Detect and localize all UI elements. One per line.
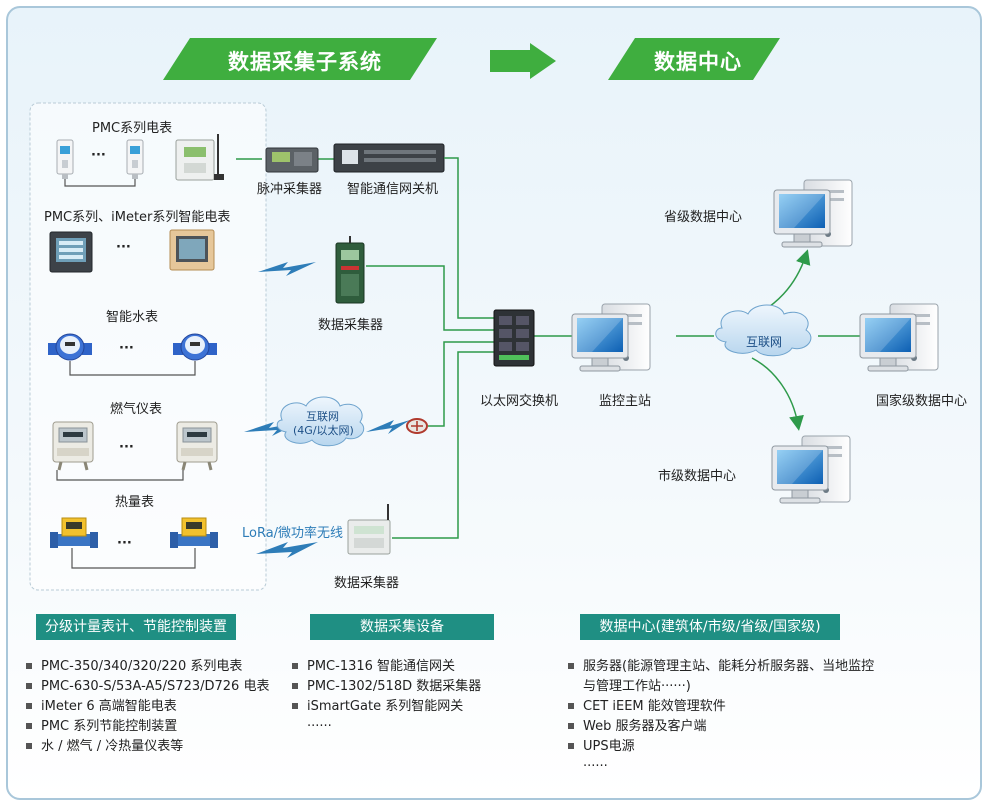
list-item: iMeter 6 高端智能电表 [26,697,269,717]
collection-list: PMC-1316 智能通信网关 PMC-1302/518D 数据采集器 iSma… [292,657,481,737]
wireless-signal-icon [256,542,318,558]
banner-left-title: 数据采集子系统 [228,50,382,74]
pmc-meter-label: PMC系列电表 [92,121,173,136]
collector1-label: 数据采集器 [318,318,384,333]
list-item: UPS电源 [568,737,874,757]
collection-section-title: 数据采集设备 [310,614,494,640]
wireless-signal-icon [366,420,410,434]
pmc-imeter-label: PMC系列、iMeter系列智能电表 [44,210,231,225]
list-item: PMC-1302/518D 数据采集器 [292,677,481,697]
banner-right-shape [608,38,780,80]
lora-label: LoRa/微功率无线 [242,526,344,541]
ethernet-switch-icon [493,309,535,367]
datacenter-section-title: 数据中心(建筑体/市级/省级/国家级) [580,614,840,640]
provincial-center-computer-icon [773,179,853,248]
list-item: PMC 系列节能控制装置 [26,717,269,737]
list-item: Web 服务器及客户端 [568,717,874,737]
list-more: ······ [307,719,332,734]
list-item-continuation: 与管理工作站······) [583,679,691,694]
heat-meter-label: 热量表 [115,495,155,510]
monitor-station-computer-icon [571,303,651,372]
list-item: CET iEEM 能效管理软件 [568,697,874,717]
panel-meter-icon [49,231,93,273]
gas-meter-label: 燃气仪表 [110,402,163,417]
wireless-meter-icon [175,134,224,181]
national-center-computer-icon [859,303,939,372]
list-item: 服务器(能源管理主站、能耗分析服务器、当地监控 [568,657,874,677]
internet-cloud-icon [715,304,812,357]
network-lines [366,157,860,539]
ellipsis: ··· [119,341,134,356]
monitor-station-label: 监控主站 [599,394,652,409]
city-center-label: 市级数据中心 [658,469,737,484]
ellipsis: ··· [116,240,131,255]
wireless-signal-icon [258,262,316,276]
banner-right-title: 数据中心 [654,50,742,74]
switch-label: 以太网交换机 [480,394,559,409]
ellipsis: ··· [91,148,106,163]
gateway-label: 智能通信网关机 [347,182,439,197]
rail-meter-icon [126,139,144,180]
list-item: 水 / 燃气 / 冷热量仪表等 [26,737,269,757]
internet-label: 互联网 [746,335,783,349]
water-meter-label: 智能水表 [106,310,159,325]
list-item: iSmartGate 系列智能网关 [292,697,481,717]
city-center-computer-icon [771,435,851,504]
datacenter-list: 服务器(能源管理主站、能耗分析服务器、当地监控 与管理工作站······) CE… [568,657,874,777]
list-item: PMC-350/340/320/220 系列电表 [26,657,269,677]
list-item: PMC-630-S/53A-A5/S723/D726 电表 [26,677,269,697]
metering-section-title: 分级计量表计、节能控制装置 [36,614,236,640]
cloud-label-line1: 互联网 [306,410,339,423]
ellipsis: ··· [119,440,134,455]
national-center-label: 国家级数据中心 [876,394,968,409]
data-collector-icon [347,504,391,555]
provincial-center-label: 省级数据中心 [664,210,743,225]
flow-arrow-icon [490,43,556,79]
banner-left-shape [163,38,437,80]
ellipsis: ··· [117,536,132,551]
data-collector-icon [335,236,365,304]
cloud-label-line2: (4G/以太网) [293,424,354,437]
internet-cloud-icon [276,396,365,447]
pulse-collector-label: 脉冲采集器 [257,182,323,197]
list-item: PMC-1316 智能通信网关 [292,657,481,677]
rail-meter-icon [56,139,74,180]
gateway-icon [333,143,445,173]
metering-list: PMC-350/340/320/220 系列电表 PMC-630-S/53A-A… [26,657,269,757]
panel-meter-icon [169,229,215,271]
collector2-label: 数据采集器 [334,576,400,591]
pulse-collector-icon [265,147,319,173]
list-more: ······ [583,759,608,774]
router-icon [406,418,428,434]
